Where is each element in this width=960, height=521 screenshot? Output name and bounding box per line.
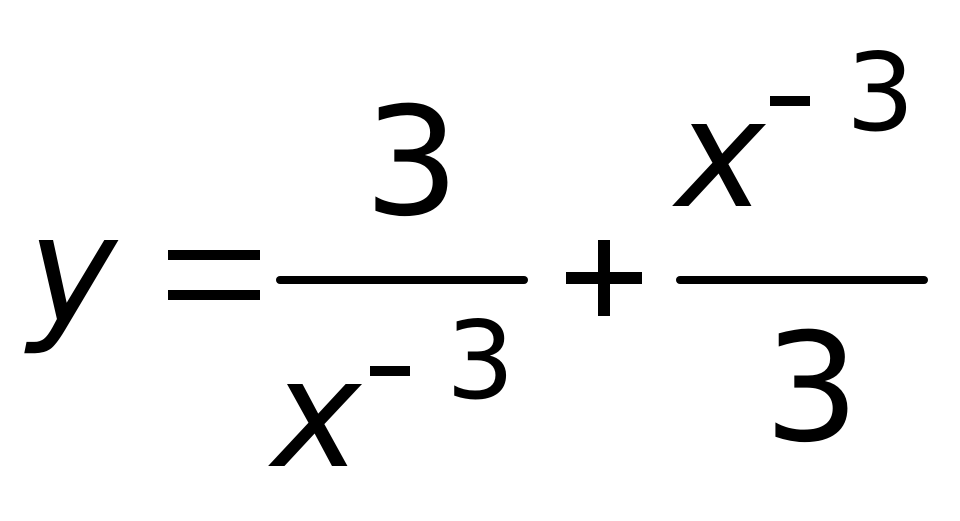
term2-numerator-base: x (676, 68, 765, 242)
term1-numerator: 3 (364, 76, 460, 250)
term1-denominator-base: x (272, 328, 361, 502)
equals-bottom-bar (168, 290, 260, 300)
equals-sign: = (168, 238, 260, 298)
plus-vertical-bar (598, 240, 610, 316)
term1-exp-minus-bar (370, 366, 410, 376)
term1-fraction-bar (276, 276, 528, 284)
term2-denominator: 3 (764, 302, 860, 476)
term2-exp-minus-bar (770, 96, 810, 106)
equals-top-bar (168, 250, 260, 260)
term1-exp-value: 3 (446, 299, 515, 424)
lhs-variable-y: y (28, 184, 117, 358)
term2-fraction-bar (676, 276, 928, 284)
plus-sign: + (566, 238, 567, 239)
term2-exp-value: 3 (846, 31, 915, 156)
